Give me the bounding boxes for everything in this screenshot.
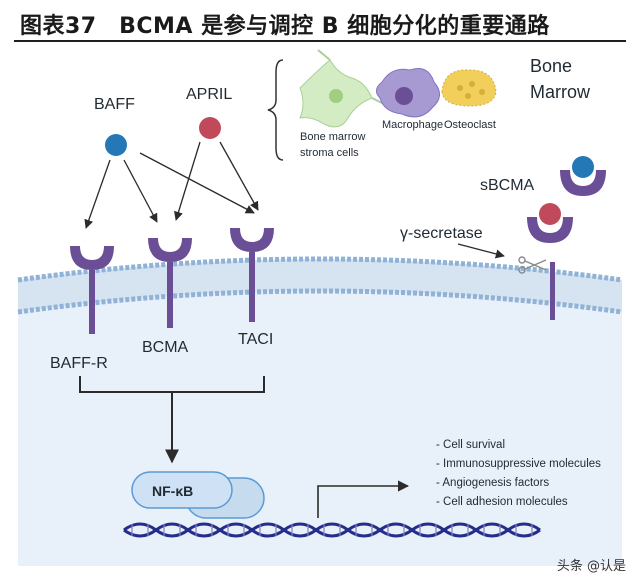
macrophage-icon (376, 68, 440, 118)
bcma-receptor (148, 238, 192, 328)
figure-title: 图表37 BCMA 是参与调控 B 细胞分化的重要通路 (20, 14, 550, 39)
sbcma-baff-complex (560, 156, 606, 196)
dna-helix (123, 522, 541, 538)
baffr-receptor (70, 246, 114, 334)
outcome-item: - Cell adhesion molecules (436, 496, 568, 508)
nfkb-label: NF-κB (152, 483, 193, 499)
osteoclast-icon (441, 69, 497, 107)
transcription-arrow (317, 480, 410, 518)
baffr-label: BAFF-R (50, 355, 108, 372)
marrow-label: Marrow (530, 82, 591, 102)
watermark: 头条 @认是 (556, 559, 626, 574)
bcma-label: BCMA (142, 339, 189, 356)
stroma-label-2: stroma cells (300, 147, 359, 159)
stroma-label-1: Bone marrow (300, 131, 365, 143)
bone-label: Bone (530, 56, 572, 76)
sbcma-april-complex (527, 203, 573, 243)
stroma-cell-icon (299, 49, 385, 128)
bone-marrow-bracket (267, 59, 284, 161)
osteoclast-label: Osteoclast (444, 119, 496, 131)
baff-ligand (105, 134, 127, 156)
sbcma-label: sBCMA (480, 177, 535, 194)
april-ligand (199, 117, 221, 139)
scissors-icon (518, 256, 547, 274)
cytoplasm (18, 276, 622, 566)
nfkb-complex (131, 471, 233, 509)
baff-label: BAFF (94, 96, 135, 113)
title-bar: 图表37 BCMA 是参与调控 B 细胞分化的重要通路 (14, 6, 626, 42)
outcome-item: - Cell survival (436, 439, 505, 451)
macrophage-label: Macrophage (382, 119, 443, 131)
gamma-secretase-label: γ-secretase (400, 225, 483, 242)
april-label: APRIL (186, 86, 232, 103)
taci-label: TACI (238, 331, 273, 348)
cleaved-bcma-stub (550, 262, 555, 320)
outcome-item: - Immunosuppressive molecules (436, 458, 601, 470)
taci-receptor (230, 228, 274, 322)
outcome-item: - Angiogenesis factors (436, 477, 549, 489)
